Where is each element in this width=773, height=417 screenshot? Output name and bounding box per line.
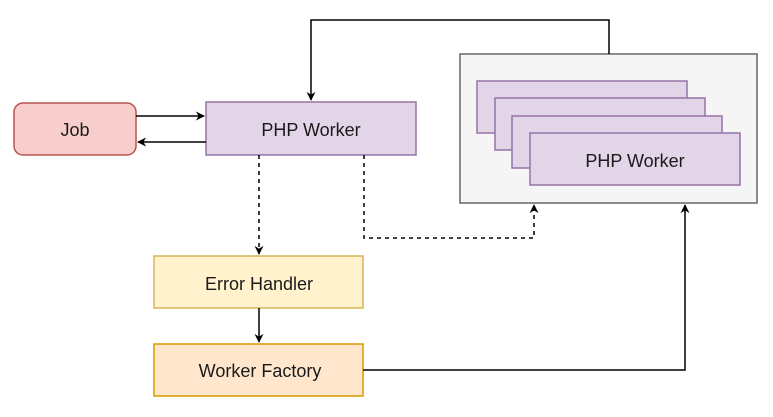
worker-pool-stack: PHP Worker [476,80,741,186]
worker-factory-label: Worker Factory [199,361,322,381]
pool-php-worker-node [529,132,741,186]
edge-worker-factory-to-worker-pool [363,204,690,371]
job-label: Job [60,120,89,140]
job-node [13,102,137,156]
error-handler-label: Error Handler [205,274,313,294]
error-handler-node [153,255,364,309]
edge-php-worker-to-worker-pool [363,155,539,239]
php-worker-node [205,101,417,156]
pool-php-worker-label: PHP Worker [585,151,684,171]
worker-factory-node [153,343,364,397]
php-worker-label: PHP Worker [261,120,360,140]
edge-worker-pool-to-php-worker [306,19,610,101]
